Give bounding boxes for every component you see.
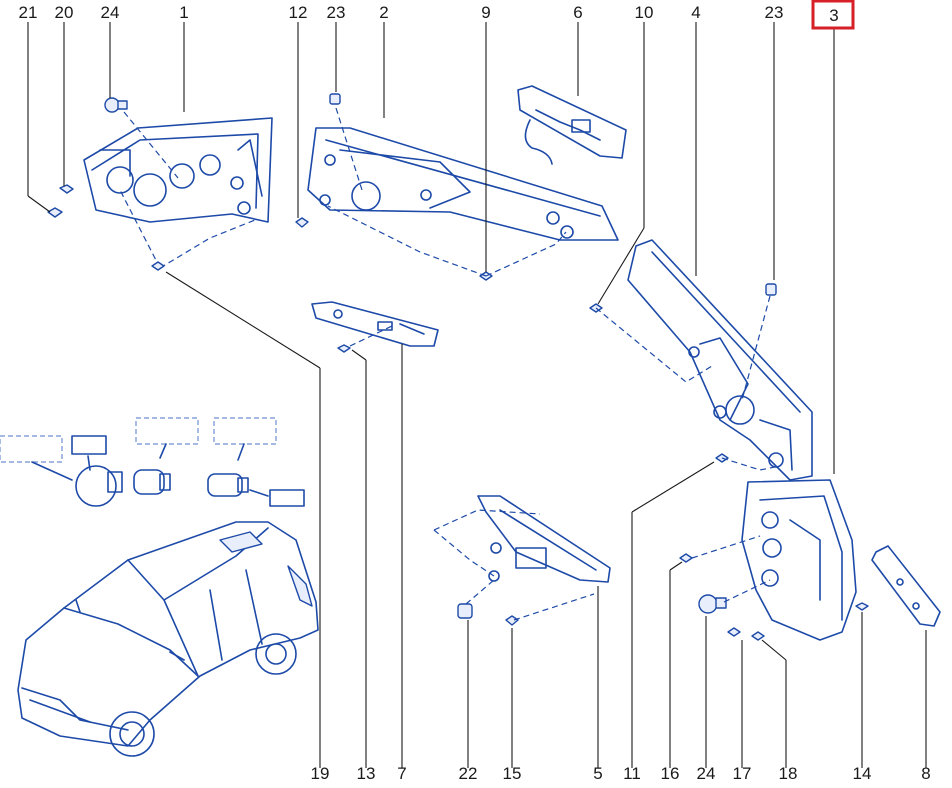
clip-18[interactable] bbox=[751, 631, 765, 641]
bulb-dash-top bbox=[123, 111, 179, 179]
dashed-box-1 bbox=[0, 435, 63, 463]
bracket-dash-b bbox=[433, 529, 495, 577]
bulb-23-dash bbox=[335, 107, 363, 191]
callout-19[interactable]: 19 bbox=[311, 764, 330, 783]
bulb-24b-dash bbox=[723, 579, 771, 603]
callout-24-bottom[interactable]: 24 bbox=[697, 764, 716, 783]
callout-5[interactable]: 5 bbox=[593, 764, 602, 783]
callout-11[interactable]: 11 bbox=[623, 764, 641, 783]
nut-16-dash bbox=[691, 535, 761, 559]
callout-6[interactable]: 6 bbox=[573, 3, 582, 22]
dashed-box-2 bbox=[135, 417, 199, 445]
bulb-detail-group bbox=[0, 417, 305, 507]
clip-20[interactable] bbox=[59, 184, 74, 194]
screw-14[interactable] bbox=[855, 602, 869, 611]
callout-23-right[interactable]: 23 bbox=[765, 3, 784, 22]
nut-9-dash-b bbox=[485, 231, 567, 277]
reflector-7-part[interactable] bbox=[311, 301, 439, 347]
screw-21[interactable] bbox=[47, 207, 63, 218]
bulb-wedge-small[interactable] bbox=[133, 469, 171, 495]
callout-18[interactable]: 18 bbox=[779, 764, 798, 783]
nut-16[interactable] bbox=[679, 553, 693, 563]
nut-10-dash bbox=[595, 307, 713, 383]
callout-20[interactable]: 20 bbox=[55, 3, 74, 22]
callout-17[interactable]: 17 bbox=[733, 764, 752, 783]
callout-1[interactable]: 1 bbox=[179, 3, 188, 22]
callout-labels: 21 20 24 1 12 23 2 9 6 10 4 23 3 19 13 7… bbox=[19, 3, 931, 783]
dashed-box-3 bbox=[213, 417, 277, 445]
nut-11-dash bbox=[721, 457, 781, 471]
callout-14[interactable]: 14 bbox=[853, 764, 872, 783]
bulb-23-right-dash bbox=[741, 295, 771, 401]
nut-19[interactable] bbox=[151, 261, 165, 271]
callout-10[interactable]: 10 bbox=[635, 3, 654, 22]
tail-lamp-3-part[interactable] bbox=[741, 479, 857, 641]
leader-dash-1b bbox=[119, 189, 161, 269]
callout-22[interactable]: 22 bbox=[459, 764, 478, 783]
side-reflector-8-part[interactable] bbox=[871, 545, 941, 627]
screw-13-dash bbox=[349, 325, 393, 347]
clip-12[interactable] bbox=[295, 217, 309, 228]
connector-line-3 bbox=[159, 443, 167, 459]
callout-23-top[interactable]: 23 bbox=[327, 3, 346, 22]
screw-15[interactable] bbox=[505, 615, 519, 626]
leader-dash-1 bbox=[159, 219, 256, 269]
callout-12[interactable]: 12 bbox=[289, 3, 308, 22]
lamp-harness-6-part[interactable] bbox=[517, 85, 627, 165]
highlight-box-callout-3 bbox=[811, 0, 855, 30]
callout-21[interactable]: 21 bbox=[19, 3, 38, 22]
callout-2[interactable]: 2 bbox=[379, 3, 388, 22]
nut-9-dash-a bbox=[327, 205, 487, 277]
callout-8[interactable]: 8 bbox=[921, 764, 930, 783]
callout-7[interactable]: 7 bbox=[397, 764, 406, 783]
tail-lamp-left-part[interactable] bbox=[83, 117, 273, 223]
connector-line-1 bbox=[31, 461, 73, 481]
vehicle-illustration bbox=[17, 521, 319, 757]
leader-lines bbox=[27, 22, 927, 768]
license-lamp-bracket-5-part[interactable] bbox=[477, 495, 611, 583]
clip-17[interactable] bbox=[727, 627, 741, 637]
callout-9[interactable]: 9 bbox=[481, 3, 490, 22]
callout-13[interactable]: 13 bbox=[357, 764, 376, 783]
screw-15-dash bbox=[513, 593, 595, 621]
garnish-strip-2-part[interactable] bbox=[307, 127, 619, 241]
bulb-round-large[interactable] bbox=[75, 465, 123, 507]
callout-3[interactable]: 3 bbox=[829, 6, 838, 25]
bulb-22-dash bbox=[465, 579, 495, 605]
connector-line-5 bbox=[249, 489, 269, 497]
callout-16[interactable]: 16 bbox=[661, 764, 680, 783]
bulb-23-top[interactable] bbox=[329, 93, 341, 105]
callout-4[interactable]: 4 bbox=[691, 3, 700, 22]
bulb-24-bottom[interactable] bbox=[698, 594, 727, 614]
bulb-24-top[interactable] bbox=[104, 97, 128, 113]
bulb-tag-1 bbox=[71, 435, 107, 455]
bulb-tag-2 bbox=[269, 489, 305, 507]
bulb-22[interactable] bbox=[457, 603, 473, 619]
callout-24-top[interactable]: 24 bbox=[101, 3, 120, 22]
screw-13[interactable] bbox=[337, 344, 351, 353]
connector-line-4 bbox=[237, 443, 245, 461]
callout-15[interactable]: 15 bbox=[503, 764, 522, 783]
bulb-wedge-medium[interactable] bbox=[207, 473, 249, 497]
bulb-23-right[interactable] bbox=[765, 283, 777, 296]
tail-lamp-4-part[interactable] bbox=[627, 239, 813, 481]
